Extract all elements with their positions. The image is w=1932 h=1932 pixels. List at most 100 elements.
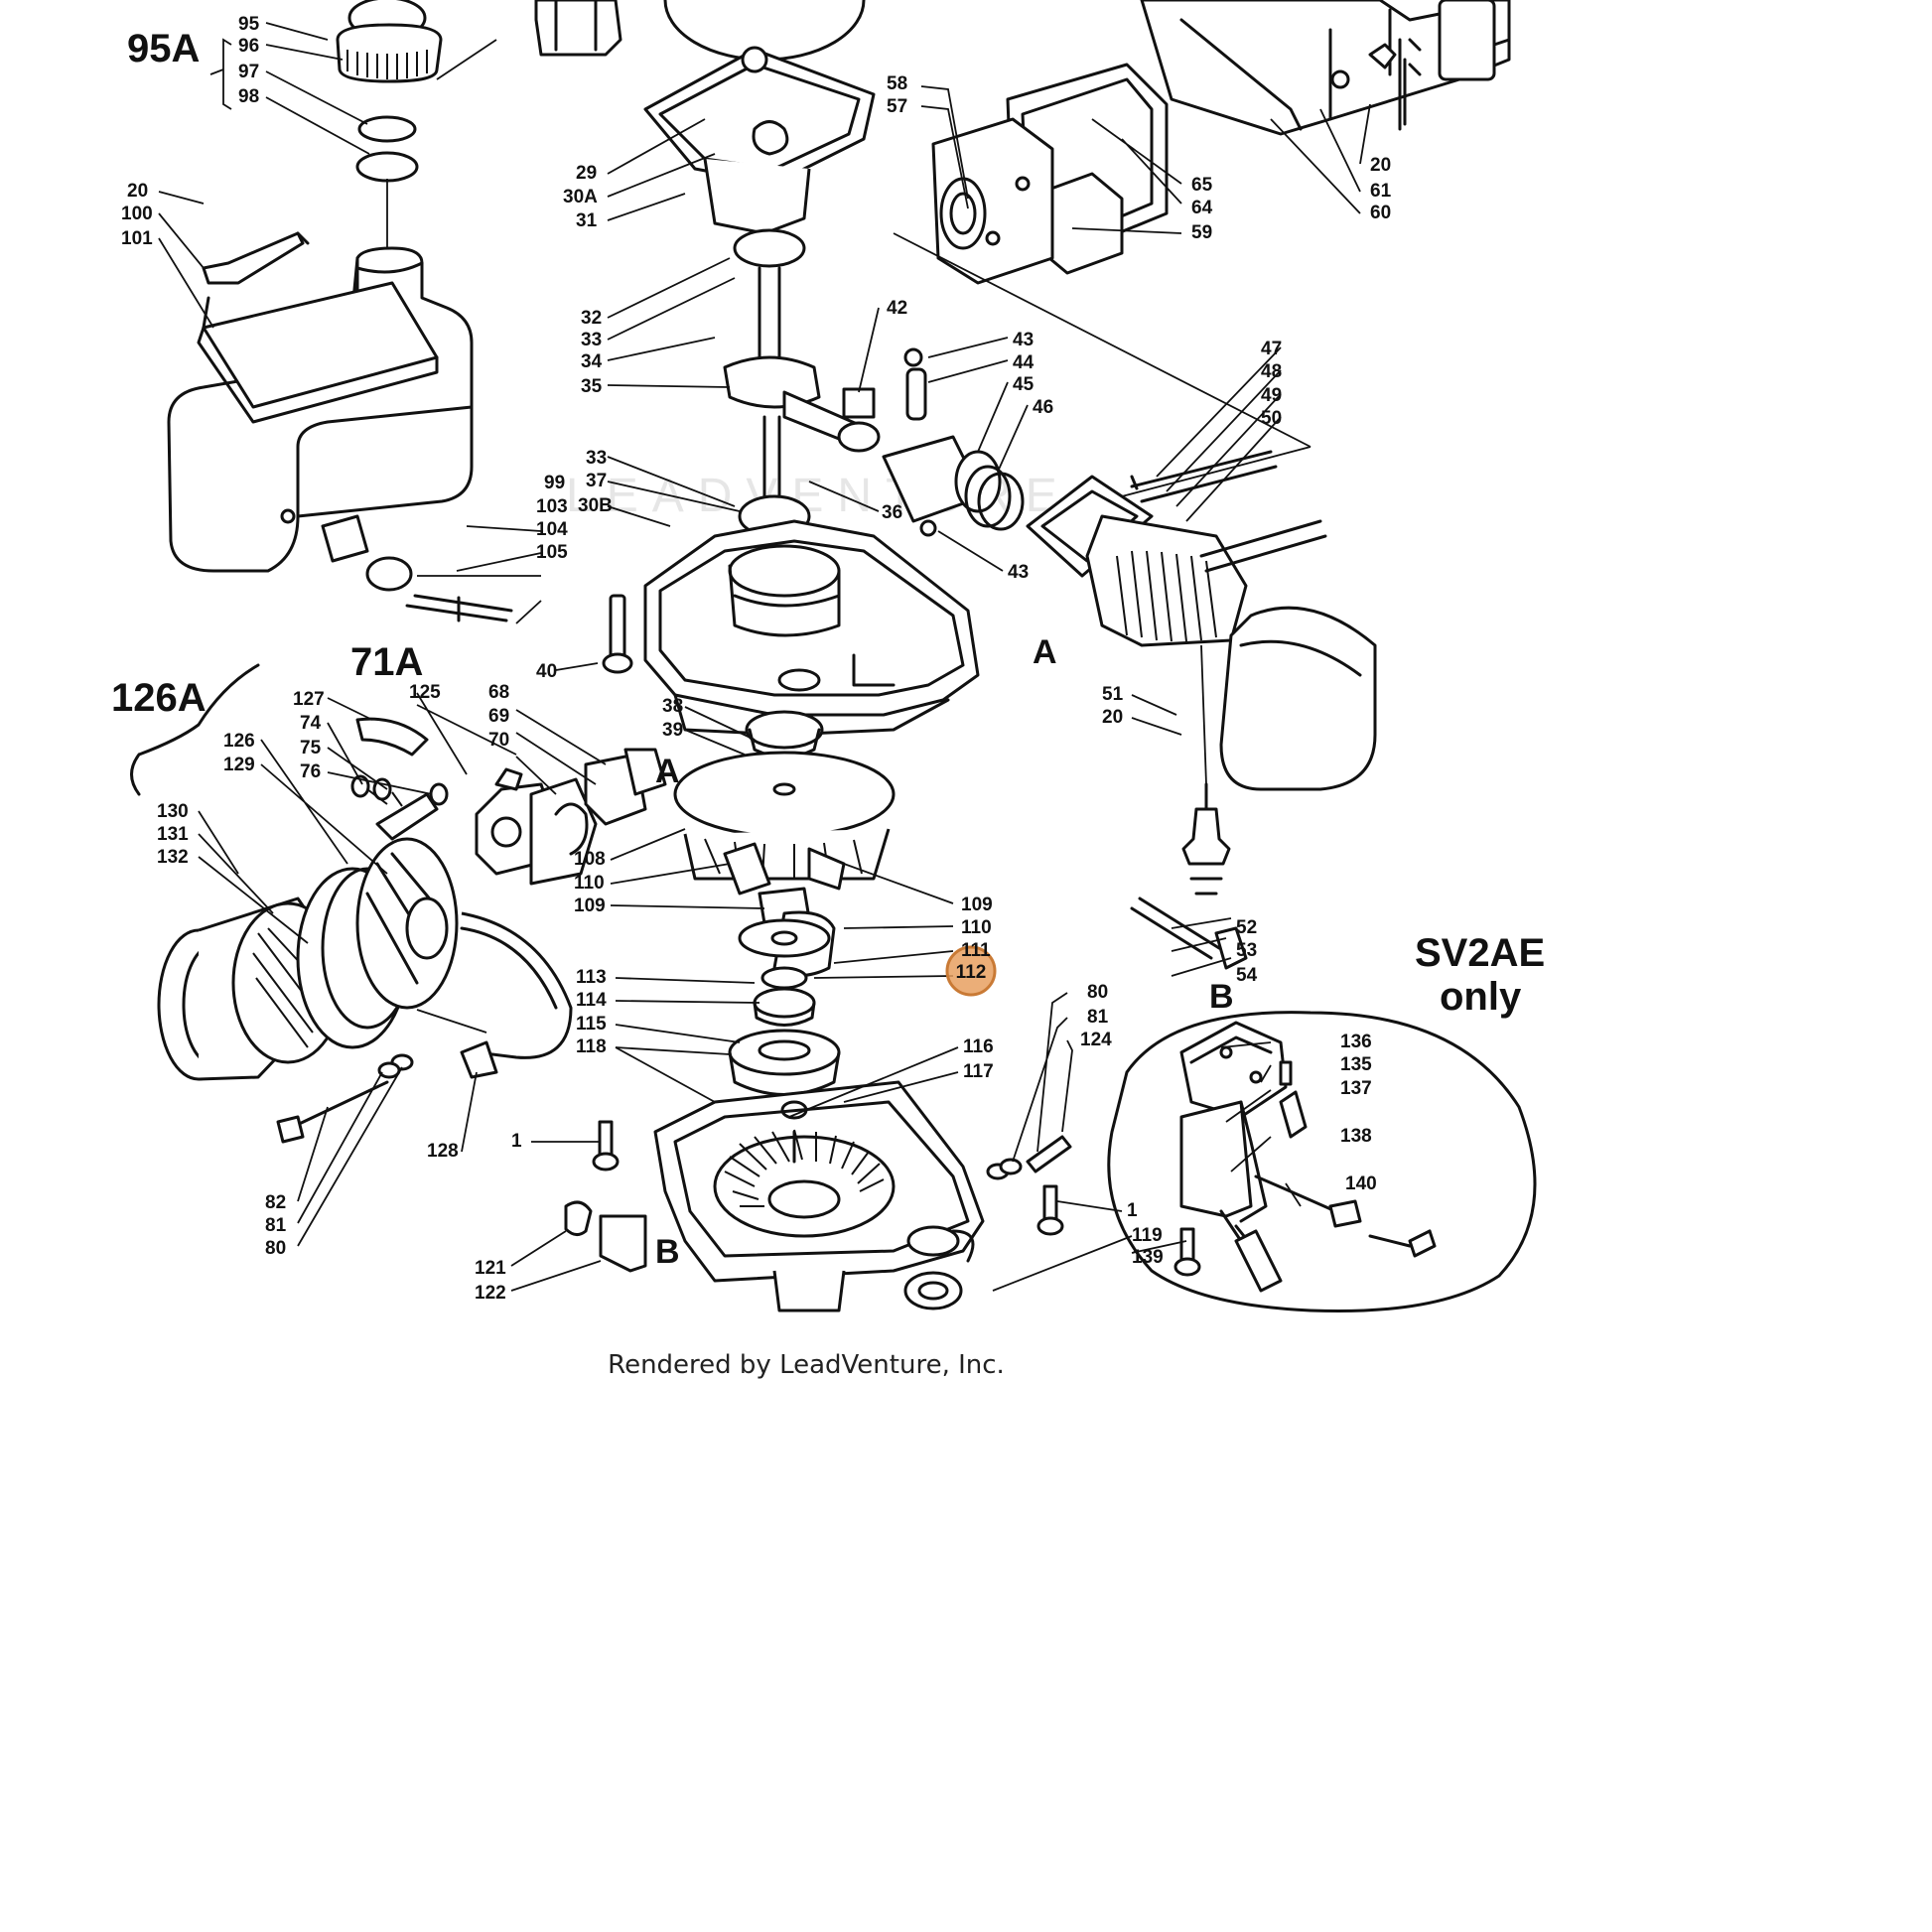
part-number-33-b[interactable]: 33 — [586, 448, 607, 469]
part-number-122[interactable]: 122 — [475, 1283, 506, 1304]
part-number-30b[interactable]: 30B — [578, 495, 613, 516]
part-number-58[interactable]: 58 — [887, 73, 907, 94]
part-number-76[interactable]: 76 — [300, 761, 321, 782]
part-number-42[interactable]: 42 — [887, 298, 907, 319]
marker-b-base: B — [655, 1233, 680, 1271]
part-number-101[interactable]: 101 — [121, 228, 153, 249]
lower-crankcase-drawing — [602, 519, 980, 737]
part-number-117[interactable]: 117 — [963, 1061, 994, 1082]
highlight-circle-112[interactable] — [945, 945, 997, 997]
part-number-80-a[interactable]: 80 — [1087, 982, 1108, 1003]
part-number-53[interactable]: 53 — [1236, 940, 1257, 961]
part-number-52[interactable]: 52 — [1236, 917, 1257, 938]
part-number-70[interactable]: 70 — [488, 730, 509, 751]
part-number-37[interactable]: 37 — [586, 471, 607, 491]
part-number-20-a[interactable]: 20 — [127, 181, 148, 202]
part-number-74[interactable]: 74 — [300, 713, 322, 734]
part-number-96[interactable]: 96 — [238, 36, 259, 57]
part-number-111[interactable]: 111 — [961, 940, 991, 961]
part-number-59[interactable]: 59 — [1191, 222, 1212, 243]
part-number-50[interactable]: 50 — [1261, 408, 1282, 429]
part-number-81-b[interactable]: 81 — [265, 1215, 287, 1236]
part-number-110-a[interactable]: 110 — [574, 873, 605, 894]
part-number-33-a[interactable]: 33 — [581, 330, 602, 350]
part-number-43-a[interactable]: 43 — [1013, 330, 1034, 350]
part-number-115[interactable]: 115 — [576, 1014, 607, 1035]
part-number-20-b[interactable]: 20 — [1370, 155, 1391, 176]
part-number-113[interactable]: 113 — [576, 967, 607, 988]
part-number-64[interactable]: 64 — [1191, 198, 1213, 218]
part-number-69[interactable]: 69 — [488, 706, 509, 727]
part-number-1-a[interactable]: 1 — [511, 1131, 522, 1152]
part-number-110-b[interactable]: 110 — [961, 917, 992, 938]
part-number-48[interactable]: 48 — [1261, 361, 1282, 382]
part-number-105[interactable]: 105 — [536, 542, 568, 563]
part-number-129[interactable]: 129 — [223, 755, 255, 775]
part-number-137[interactable]: 137 — [1340, 1078, 1372, 1099]
part-number-97[interactable]: 97 — [238, 62, 259, 82]
part-number-131[interactable]: 131 — [157, 824, 189, 845]
part-number-104[interactable]: 104 — [536, 519, 568, 540]
part-number-35[interactable]: 35 — [581, 376, 603, 397]
part-number-103[interactable]: 103 — [536, 496, 568, 517]
part-number-125[interactable]: 125 — [409, 682, 441, 703]
part-number-81-a[interactable]: 81 — [1087, 1007, 1109, 1028]
part-number-108[interactable]: 108 — [574, 849, 606, 870]
part-number-139[interactable]: 139 — [1132, 1247, 1164, 1268]
part-number-57[interactable]: 57 — [887, 96, 907, 117]
part-number-31[interactable]: 31 — [576, 210, 598, 231]
part-number-39[interactable]: 39 — [662, 720, 683, 741]
part-number-60[interactable]: 60 — [1370, 203, 1391, 223]
part-number-65[interactable]: 65 — [1191, 175, 1213, 196]
part-number-109-a[interactable]: 109 — [574, 896, 606, 916]
part-number-98[interactable]: 98 — [238, 86, 259, 107]
part-number-34[interactable]: 34 — [581, 351, 603, 372]
part-number-118[interactable]: 118 — [576, 1036, 607, 1057]
leader-lines — [158, 22, 1371, 1292]
part-number-119[interactable]: 119 — [1132, 1225, 1163, 1246]
part-number-130[interactable]: 130 — [157, 801, 189, 822]
part-number-32[interactable]: 32 — [581, 308, 602, 329]
part-number-54[interactable]: 54 — [1236, 965, 1258, 986]
part-number-61[interactable]: 61 — [1370, 181, 1392, 202]
part-number-112-highlighted[interactable]: 112 — [956, 962, 987, 983]
part-number-29[interactable]: 29 — [576, 163, 597, 184]
part-number-109-b[interactable]: 109 — [961, 895, 993, 915]
part-number-132[interactable]: 132 — [157, 847, 189, 868]
part-number-46[interactable]: 46 — [1033, 397, 1053, 418]
part-number-36[interactable]: 36 — [882, 502, 902, 523]
part-number-121[interactable]: 121 — [475, 1258, 506, 1279]
part-number-40[interactable]: 40 — [536, 661, 557, 682]
part-number-75[interactable]: 75 — [300, 738, 322, 759]
part-number-124[interactable]: 124 — [1080, 1030, 1112, 1050]
part-number-30a[interactable]: 30A — [563, 187, 598, 207]
part-number-136[interactable]: 136 — [1340, 1032, 1372, 1052]
part-number-116[interactable]: 116 — [963, 1036, 994, 1057]
part-number-99[interactable]: 99 — [544, 473, 565, 493]
part-number-138[interactable]: 138 — [1340, 1126, 1372, 1147]
part-number-68[interactable]: 68 — [488, 682, 509, 703]
part-number-20-c[interactable]: 20 — [1102, 707, 1123, 728]
part-number-45[interactable]: 45 — [1013, 374, 1035, 395]
part-number-47[interactable]: 47 — [1261, 339, 1282, 359]
part-number-49[interactable]: 49 — [1261, 385, 1282, 406]
bolts-drawing — [276, 1053, 1201, 1277]
part-number-127[interactable]: 127 — [293, 689, 325, 710]
part-number-38[interactable]: 38 — [662, 696, 683, 717]
part-number-114[interactable]: 114 — [576, 990, 607, 1011]
part-number-80-b[interactable]: 80 — [265, 1238, 286, 1259]
part-number-140[interactable]: 140 — [1345, 1173, 1377, 1194]
part-number-43-b[interactable]: 43 — [1008, 562, 1029, 583]
part-number-44[interactable]: 44 — [1013, 352, 1035, 373]
flywheel-fan-drawing — [673, 710, 896, 1096]
part-number-95[interactable]: 95 — [238, 14, 260, 35]
part-number-100[interactable]: 100 — [121, 204, 153, 224]
part-number-128[interactable]: 128 — [427, 1141, 459, 1162]
part-number-126[interactable]: 126 — [223, 731, 255, 752]
marker-b-module: B — [1209, 978, 1234, 1016]
part-number-135[interactable]: 135 — [1340, 1054, 1372, 1075]
part-number-1-b[interactable]: 1 — [1127, 1200, 1138, 1221]
part-number-82[interactable]: 82 — [265, 1192, 286, 1213]
part-number-51[interactable]: 51 — [1102, 684, 1124, 705]
